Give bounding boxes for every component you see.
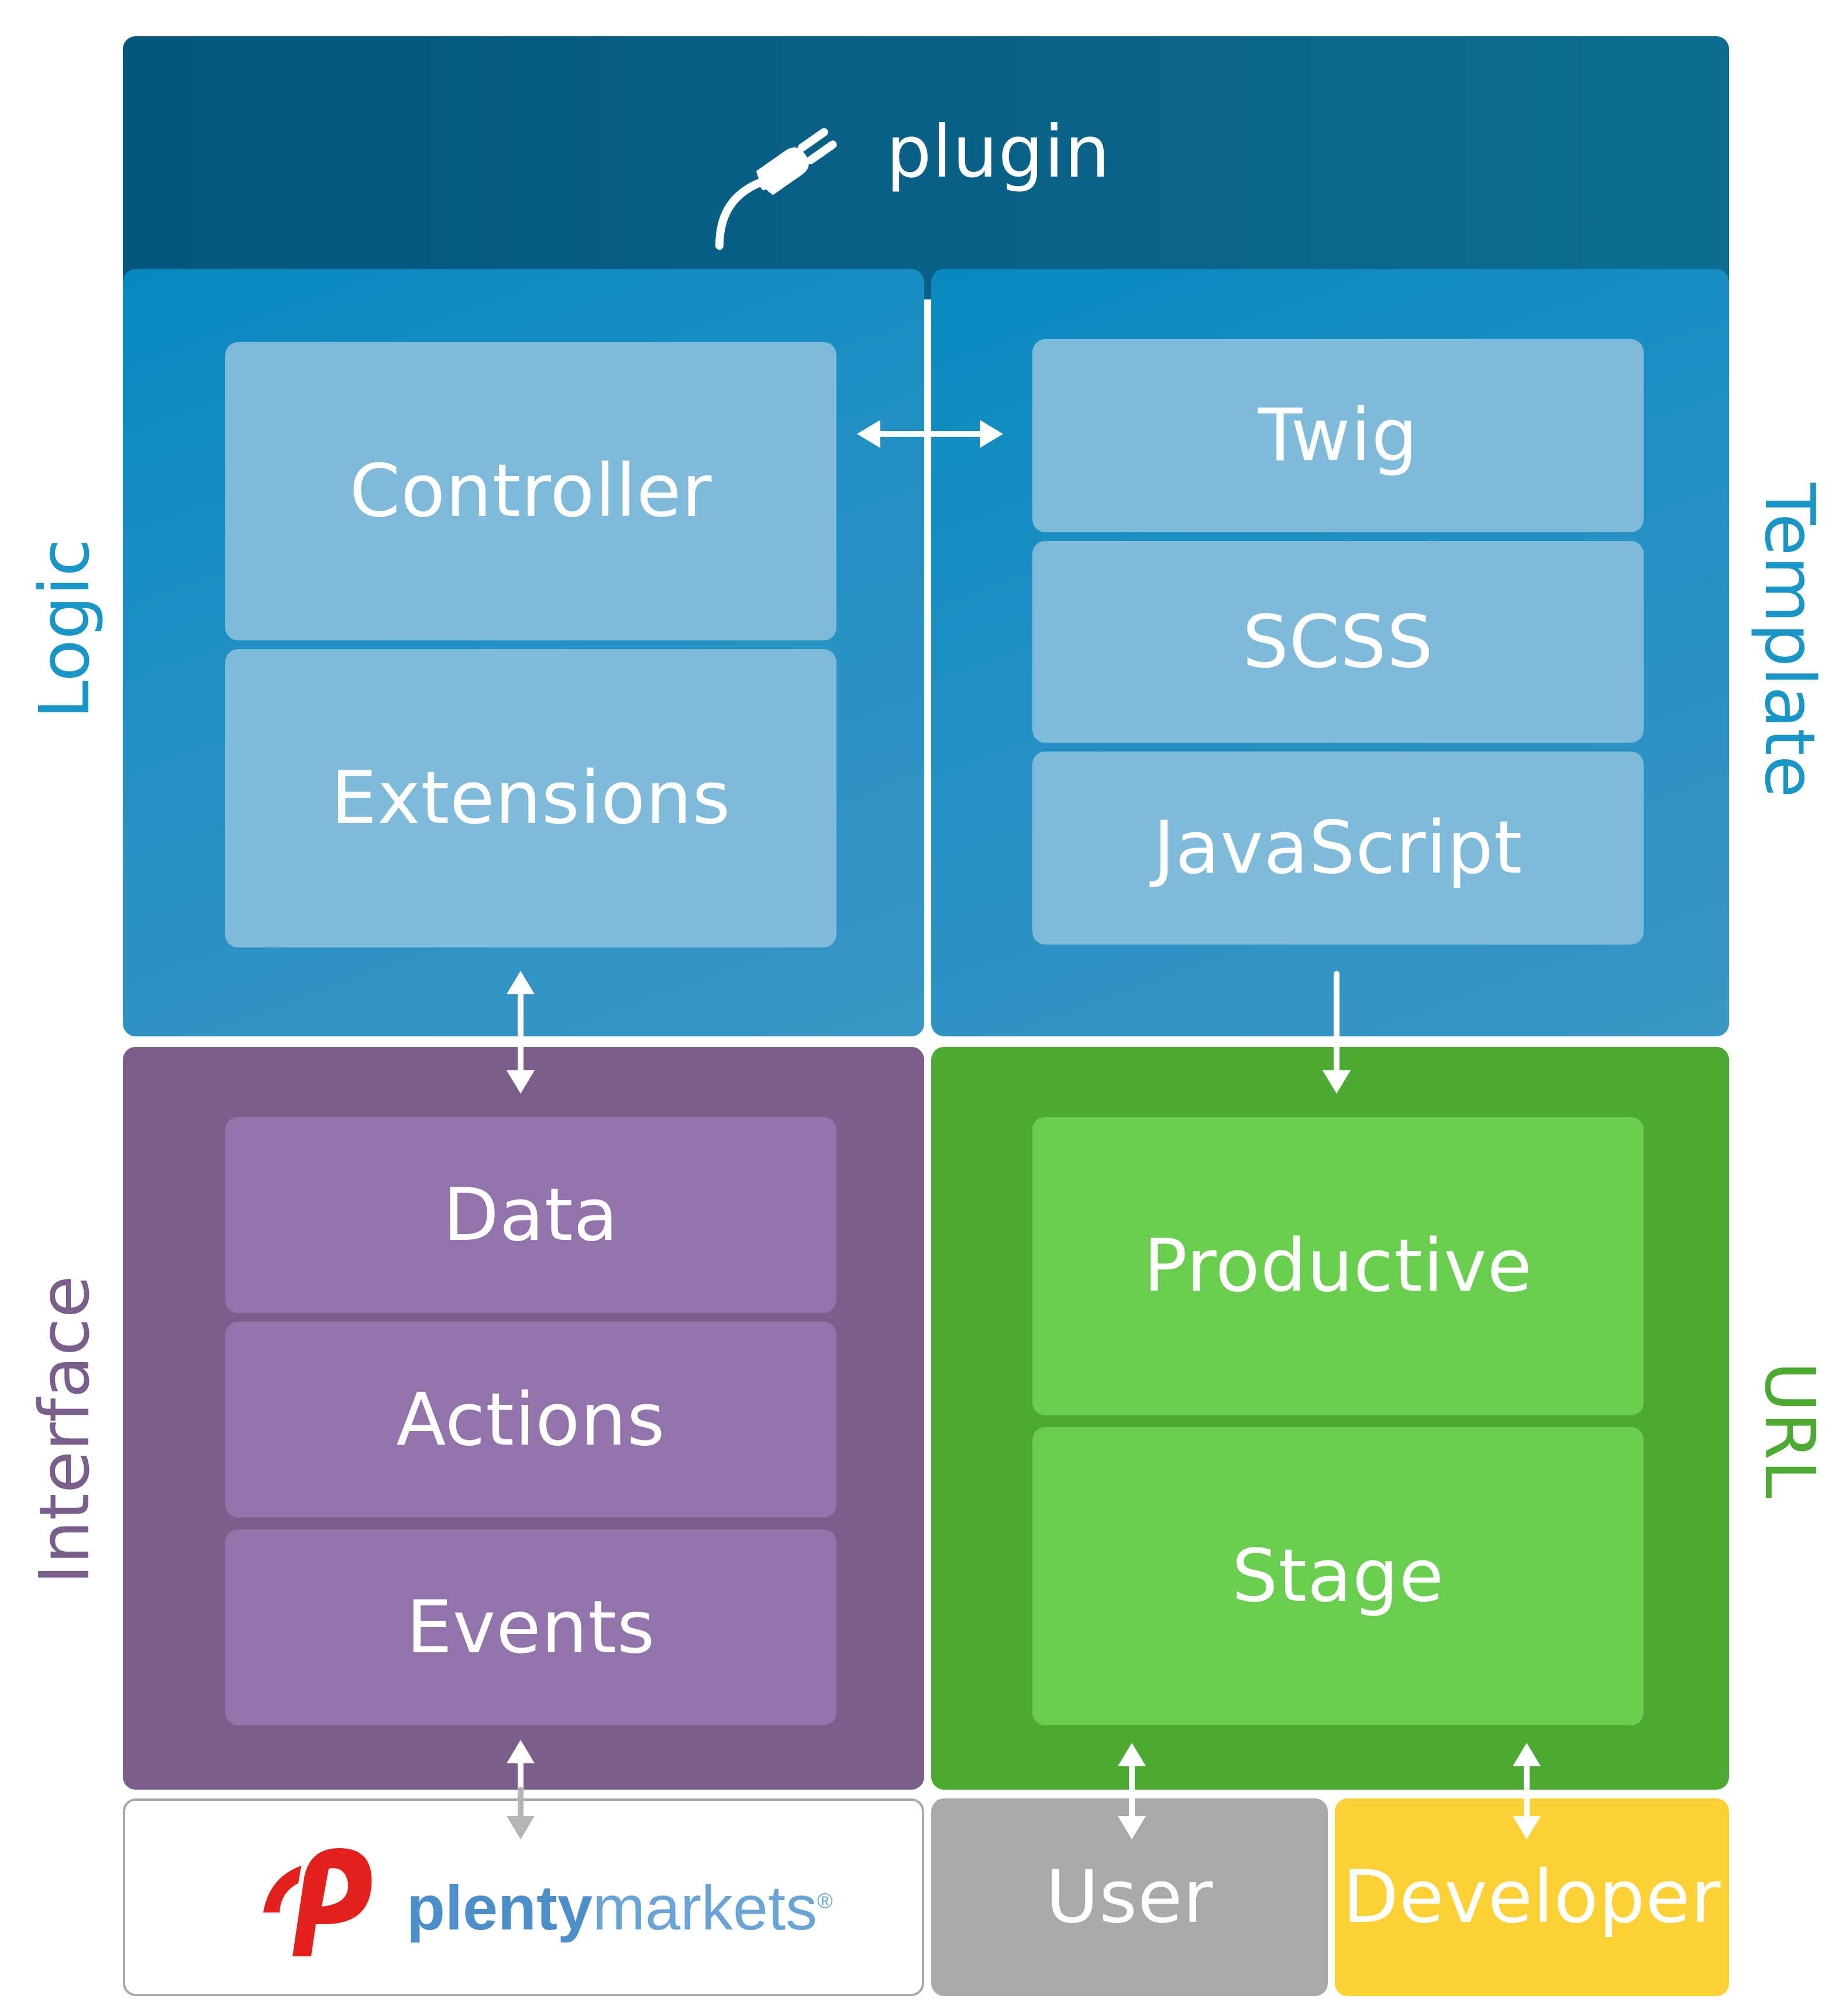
scss-box: SCSS — [1032, 541, 1644, 743]
plugin-title: plugin — [886, 111, 1111, 194]
brand-part-markets: markets — [593, 1872, 818, 1943]
plentymarkets-logo-icon — [263, 1848, 372, 1956]
plug-icon — [715, 128, 837, 250]
interface-label: Interface — [24, 1275, 105, 1585]
url-label: URL — [1750, 1361, 1830, 1499]
brand-registered-mark: ® — [817, 1889, 833, 1912]
plentymarkets-wordmark: plentymarkets® — [407, 1854, 833, 1948]
template-label: Template — [1750, 483, 1830, 798]
extensions-box: Extensions — [225, 649, 836, 947]
twig-box: Twig — [1032, 339, 1644, 532]
javascript-box: JavaScript — [1032, 752, 1644, 945]
user-box: User — [931, 1798, 1328, 1996]
stage-box: Stage — [1032, 1427, 1644, 1725]
events-box: Events — [225, 1529, 836, 1725]
productive-box: Productive — [1032, 1117, 1644, 1415]
plentymarkets-box — [123, 1798, 924, 1996]
plugin-header — [123, 36, 1729, 299]
controller-box: Controller — [225, 342, 836, 640]
logic-label: Logic — [24, 538, 105, 719]
developer-box: Developer — [1335, 1798, 1729, 1996]
actions-box: Actions — [225, 1322, 836, 1518]
data-box: Data — [225, 1117, 836, 1313]
brand-part-plenty: plenty — [407, 1872, 593, 1943]
